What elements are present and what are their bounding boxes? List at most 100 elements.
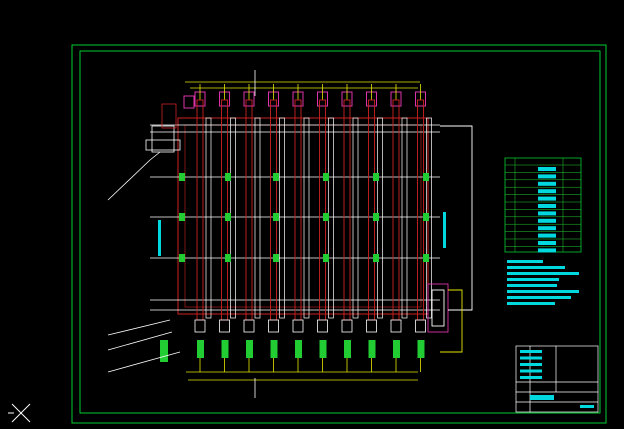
note-line — [507, 266, 565, 269]
title-cell — [520, 350, 542, 353]
collector — [221, 340, 229, 358]
beam-node — [323, 213, 329, 221]
plate-edge — [352, 117, 359, 319]
table-cell — [538, 241, 556, 245]
beam-node — [273, 173, 279, 181]
parameter-table — [504, 157, 582, 253]
ucs-cross-icon — [8, 403, 31, 423]
plate — [245, 99, 253, 321]
plate — [417, 99, 424, 321]
title-name — [530, 395, 554, 400]
note-line — [507, 278, 559, 281]
table-cell — [538, 167, 556, 171]
beam-node — [323, 254, 329, 262]
beam-node — [373, 213, 379, 221]
plate-edge — [401, 117, 408, 319]
title-cell — [520, 363, 542, 366]
title-block-rows — [520, 350, 594, 408]
top-dimension-lines — [185, 70, 420, 96]
header-blocks — [183, 84, 426, 109]
table-cell — [538, 174, 556, 179]
collector-head — [390, 319, 402, 333]
plate — [196, 99, 204, 321]
table-cell — [538, 189, 556, 194]
collector-head — [194, 319, 206, 333]
plate — [294, 99, 302, 321]
beam-node — [423, 254, 429, 262]
bottom-collector-units — [160, 319, 426, 372]
collector-head — [366, 319, 377, 333]
beam-node — [179, 173, 185, 181]
collector — [393, 340, 400, 358]
note-line — [507, 290, 579, 293]
beam-node — [225, 173, 231, 181]
beam-node — [225, 213, 231, 221]
plate-edge — [254, 117, 261, 319]
note-line — [507, 296, 571, 299]
table-cell — [538, 211, 556, 216]
plate — [319, 99, 326, 321]
collector — [295, 340, 302, 358]
table-cell — [538, 204, 556, 208]
technical-notes — [507, 260, 579, 305]
plate — [392, 99, 400, 321]
beam-node — [323, 173, 329, 181]
main-frame-inner — [184, 124, 422, 308]
plate — [368, 99, 375, 321]
title-cell — [520, 369, 542, 373]
table-cell — [538, 181, 556, 186]
inner-frame — [79, 50, 601, 414]
collector-head — [243, 319, 255, 333]
outer-frame — [71, 44, 607, 424]
title-cell — [520, 376, 542, 379]
plate-edge — [303, 117, 310, 319]
title-number — [580, 405, 594, 408]
plate — [270, 99, 277, 321]
collector-head — [317, 319, 328, 333]
collector — [417, 340, 425, 358]
beam-node — [225, 254, 231, 262]
beam-nodes — [179, 173, 429, 262]
table-cell — [538, 233, 556, 238]
bottom-lines — [186, 371, 418, 398]
table-cell — [538, 196, 556, 201]
beam-node — [373, 254, 379, 262]
collector — [368, 340, 376, 358]
collector — [197, 340, 204, 358]
left-leader-lines — [107, 319, 181, 373]
plate-edge — [279, 117, 285, 319]
collector — [344, 340, 351, 358]
beam-node — [273, 254, 279, 262]
beam-node — [179, 213, 185, 221]
title-cell — [520, 356, 542, 360]
note-line — [507, 284, 557, 287]
collector-head — [415, 319, 426, 333]
plate — [343, 99, 351, 321]
table-cell — [538, 248, 556, 253]
beam-node — [373, 173, 379, 181]
collector-head — [341, 319, 353, 333]
note-line — [507, 302, 555, 305]
beam-node — [423, 173, 429, 181]
collector-head — [268, 319, 279, 333]
collector — [246, 340, 253, 358]
collector-head — [292, 319, 304, 333]
collector — [319, 340, 327, 358]
left-drive-assembly — [107, 103, 181, 201]
main-frame-outline — [177, 117, 429, 315]
filter-plates — [196, 99, 432, 321]
table-cell — [538, 226, 556, 231]
plate-edge — [328, 117, 334, 319]
header-block-left — [183, 95, 195, 109]
note-line — [507, 272, 579, 275]
left-collector — [160, 340, 168, 362]
left-cyan-marks — [158, 212, 446, 256]
plate — [221, 99, 228, 321]
beam-node — [273, 213, 279, 221]
plate-edge — [230, 117, 236, 319]
plate-edge — [205, 117, 212, 319]
right-assembly — [427, 125, 473, 353]
beam-node — [179, 254, 185, 262]
beam-node — [423, 213, 429, 221]
